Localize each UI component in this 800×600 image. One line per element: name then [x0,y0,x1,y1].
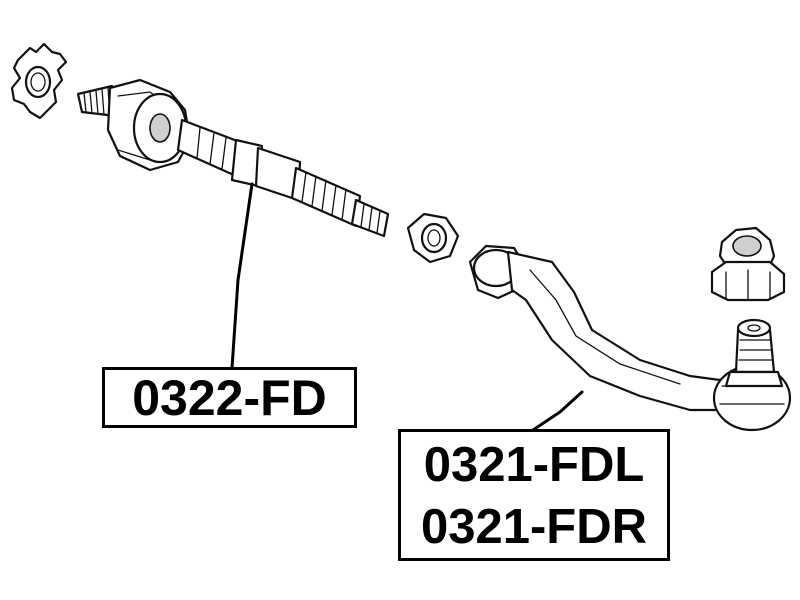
hex-nut [406,212,460,264]
lock-washer [10,42,68,120]
tie-rod-end [468,244,792,432]
part-label-box-inner-tie-rod: 0322-FD [102,367,357,428]
part-label-box-tie-rod-end: 0321-FDL 0321-FDR [398,429,670,561]
inner-tie-rod [76,78,390,238]
part-number-tie-rod-end-left: 0321-FDL [423,438,645,492]
leader-line-end [528,390,584,434]
castle-nut [710,226,786,302]
part-number-inner-tie-rod: 0322-FD [132,370,327,426]
leader-line-inner [230,182,254,370]
part-number-tie-rod-end-right: 0321-FDR [420,500,648,554]
